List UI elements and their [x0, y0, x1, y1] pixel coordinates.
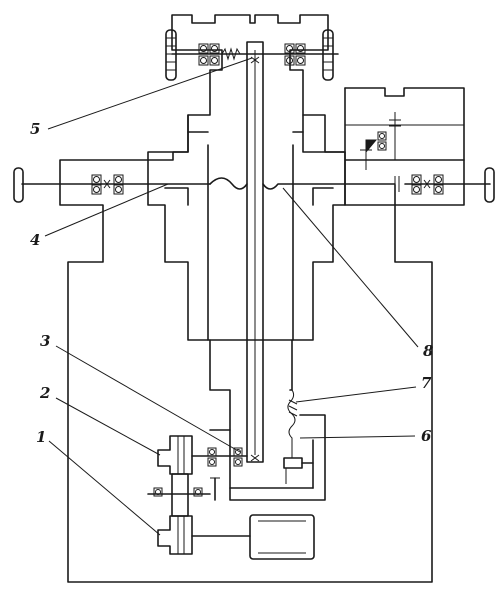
housing-outline [59, 14, 465, 583]
coupling-icon [394, 176, 400, 192]
horizontal-shaft [13, 167, 495, 203]
right-handwheel-icon [484, 167, 495, 203]
label-3: 3 [40, 332, 50, 350]
label-2: 2 [39, 384, 50, 402]
label-4: 4 [30, 231, 40, 249]
label-8: 8 [423, 342, 434, 360]
label-7: 7 [421, 374, 432, 392]
left-wheel-icon [165, 29, 177, 81]
label-6: 6 [421, 427, 432, 445]
central-column [147, 114, 346, 431]
gear-block-1-icon [157, 515, 193, 555]
label-1: 1 [36, 428, 46, 446]
callout-labels: 5 4 8 3 2 1 7 6 [30, 120, 434, 446]
thread-marks [288, 399, 298, 417]
lower-gear-train [147, 414, 326, 555]
top-head-assembly [165, 29, 339, 81]
spindle-bottom-cross [250, 454, 260, 462]
leader-lines [44, 57, 419, 536]
motor [249, 514, 315, 560]
right-wheel-icon [322, 29, 334, 81]
spring-icon [221, 47, 241, 61]
nut-block-icon [283, 457, 303, 469]
feed-screw-assembly [229, 389, 314, 489]
spindle-top-cross [250, 56, 260, 64]
vertical-spindle [246, 41, 264, 463]
left-handwheel-icon [13, 167, 24, 203]
gear-block-2-icon [157, 435, 193, 475]
motor-icon [249, 514, 315, 560]
label-5: 5 [30, 120, 40, 138]
bevel-gear-set [360, 112, 401, 170]
